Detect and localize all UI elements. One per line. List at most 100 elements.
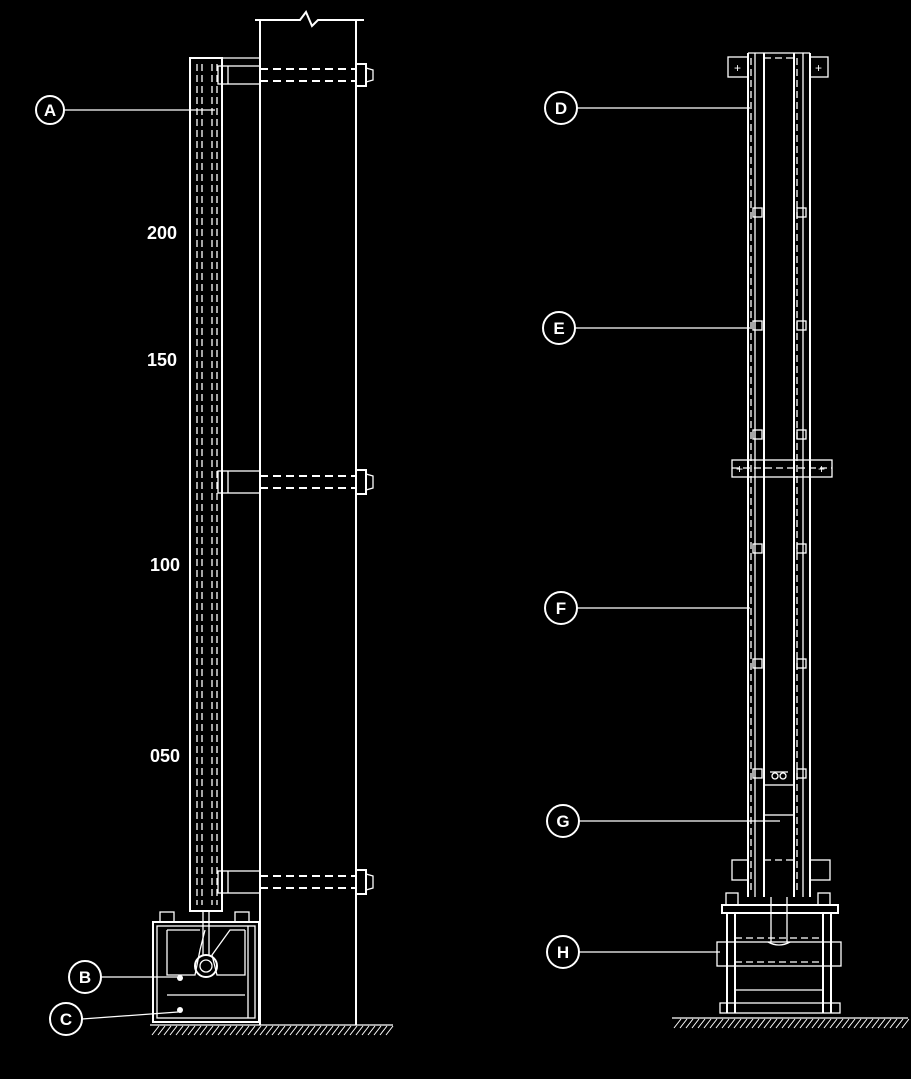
ground-hatch [283, 1025, 292, 1036]
ground-hatch [169, 1025, 178, 1036]
ground-right [672, 1017, 910, 1029]
callout-e: E [542, 311, 750, 345]
tube-joint [752, 768, 763, 779]
ground-hatch [217, 1025, 226, 1036]
ground-hatch [859, 1018, 868, 1029]
svg-text:D: D [555, 99, 567, 118]
svg-text:B: B [79, 968, 91, 987]
ground-hatch [331, 1025, 340, 1036]
anchor-bolt-bottom [217, 869, 374, 895]
ground-hatch [817, 1018, 826, 1029]
ground-hatch [253, 1025, 262, 1036]
svg-text:G: G [556, 812, 569, 831]
tube-joint [752, 207, 763, 218]
svg-text:E: E [553, 319, 564, 338]
tube-joint [796, 768, 807, 779]
svg-text:F: F [556, 599, 566, 618]
ground-hatch [313, 1025, 322, 1036]
lower-sleeve [731, 859, 831, 881]
ground-hatch [853, 1018, 862, 1029]
ground-hatch [763, 1018, 772, 1029]
tube-joint [796, 543, 807, 554]
ground-hatch [373, 1025, 382, 1036]
callout-h: H [546, 935, 720, 969]
tube-joint [752, 429, 763, 440]
ground-hatch [835, 1018, 844, 1029]
anchor-bolt-middle [217, 469, 374, 495]
gauge-board [189, 57, 260, 912]
right-elevation: + + + + [542, 52, 910, 1029]
ground-hatch [775, 1018, 784, 1029]
ground-hatch [811, 1018, 820, 1029]
left-elevation: 200 150 100 050 A B C [35, 10, 394, 1036]
ground-hatch [235, 1025, 244, 1036]
gauge-tube [747, 52, 811, 897]
ground-hatch [679, 1018, 688, 1029]
tube-joint [796, 658, 807, 669]
ground-hatch [181, 1025, 190, 1036]
float-weight [763, 771, 795, 861]
top-clamp: + + [727, 56, 829, 78]
ground-hatch [793, 1018, 802, 1029]
ground-hatch [799, 1018, 808, 1029]
ground-hatch [295, 1025, 304, 1036]
ground-hatch [709, 1018, 718, 1029]
svg-text:H: H [557, 943, 569, 962]
ground-hatch [193, 1025, 202, 1036]
ground-hatch [199, 1025, 208, 1036]
ground-hatch [703, 1018, 712, 1029]
ground-hatch [337, 1025, 346, 1036]
ground-hatch [751, 1018, 760, 1029]
ground-hatch [289, 1025, 298, 1036]
ground-hatch [739, 1018, 748, 1029]
ground-hatch [685, 1018, 694, 1029]
middle-clamp: + + [731, 459, 833, 478]
anchor-bolt-top [217, 63, 374, 87]
ground-hatch [361, 1025, 370, 1036]
ground-hatch [829, 1018, 838, 1029]
tube-joints [752, 207, 807, 779]
tube-joint [796, 207, 807, 218]
ground-hatch [697, 1018, 706, 1029]
ground-hatch [319, 1025, 328, 1036]
ground-hatch [841, 1018, 850, 1029]
ground-hatch [277, 1025, 286, 1036]
ground-hatch [241, 1025, 250, 1036]
tube-joint [752, 543, 763, 554]
ground-hatch [727, 1018, 736, 1029]
ground-hatch [187, 1025, 196, 1036]
ground-hatch [385, 1025, 394, 1036]
main-column [255, 10, 364, 1025]
ground-hatch [175, 1025, 184, 1036]
ground-hatch [889, 1018, 898, 1029]
ground-hatch [265, 1025, 274, 1036]
ground-hatch [877, 1018, 886, 1029]
ground-hatch [271, 1025, 280, 1036]
ground-left [150, 1024, 394, 1036]
tube-joint [796, 429, 807, 440]
callout-d: D [544, 91, 750, 125]
ground-hatch [847, 1018, 856, 1029]
scale-label-200: 200 [147, 223, 177, 243]
callout-b: B [68, 960, 178, 994]
ground-hatch [733, 1018, 742, 1029]
ground-hatch [721, 1018, 730, 1029]
ground-hatch [745, 1018, 754, 1029]
callout-a: A [35, 95, 215, 125]
ground-hatch [691, 1018, 700, 1029]
ground-hatch [349, 1025, 358, 1036]
svg-text:+: + [736, 462, 743, 476]
tube-joint [752, 320, 763, 331]
callout-c: C [49, 1002, 179, 1036]
ground-hatch [223, 1025, 232, 1036]
ground-hatch [307, 1025, 316, 1036]
ground-hatch [343, 1025, 352, 1036]
tube-joint [796, 320, 807, 331]
svg-text:C: C [60, 1010, 72, 1029]
ground-hatch [673, 1018, 682, 1029]
ground-hatch [325, 1025, 334, 1036]
ground-hatch [781, 1018, 790, 1029]
ground-hatch [301, 1025, 310, 1036]
ground-hatch [769, 1018, 778, 1029]
